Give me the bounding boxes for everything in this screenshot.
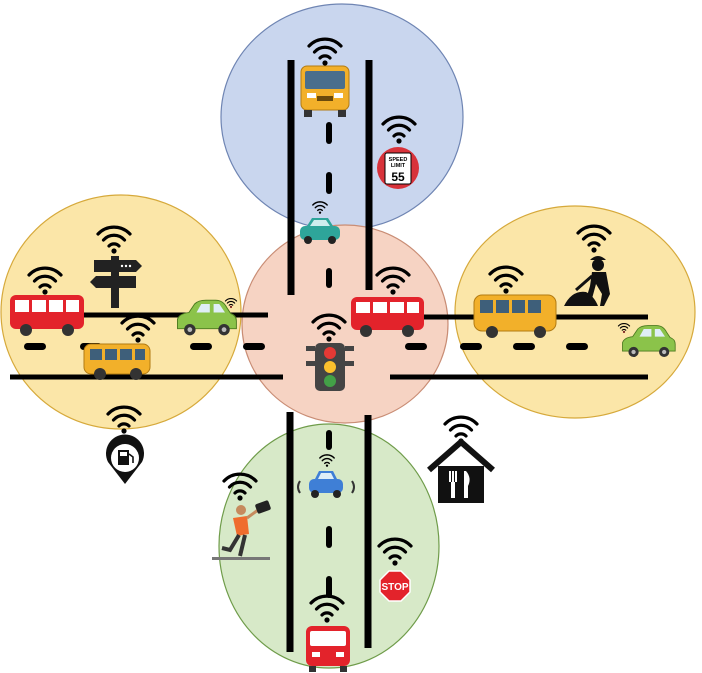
speed-limit-value: 55 [391,170,405,184]
stop-sign-label: STOP [381,582,408,593]
signpost-icon [90,256,142,308]
zone-east [454,205,696,419]
bus-icon [351,297,424,337]
restaurant-icon [427,439,495,503]
car-icon [297,471,355,498]
pedestrian-icon [212,500,271,560]
speed-limit-sign: SPEED LIMIT 55 [377,147,419,189]
bus-icon [473,294,557,338]
construction-worker-icon [564,256,610,306]
speed-limit-line1: SPEED [389,157,408,163]
fuel-station-icon [105,434,145,484]
car-icon [300,218,340,244]
bus-icon [306,626,350,672]
speed-limit-line2: LIMIT [391,163,406,169]
road-vertical [286,60,373,652]
zone-west [0,194,242,430]
bus-icon [83,343,151,380]
traffic-light-icon [306,343,354,391]
stop-sign: STOP [379,570,411,602]
lane-markings [24,122,588,598]
bus-icon [10,295,84,336]
bus-icon [300,65,350,117]
